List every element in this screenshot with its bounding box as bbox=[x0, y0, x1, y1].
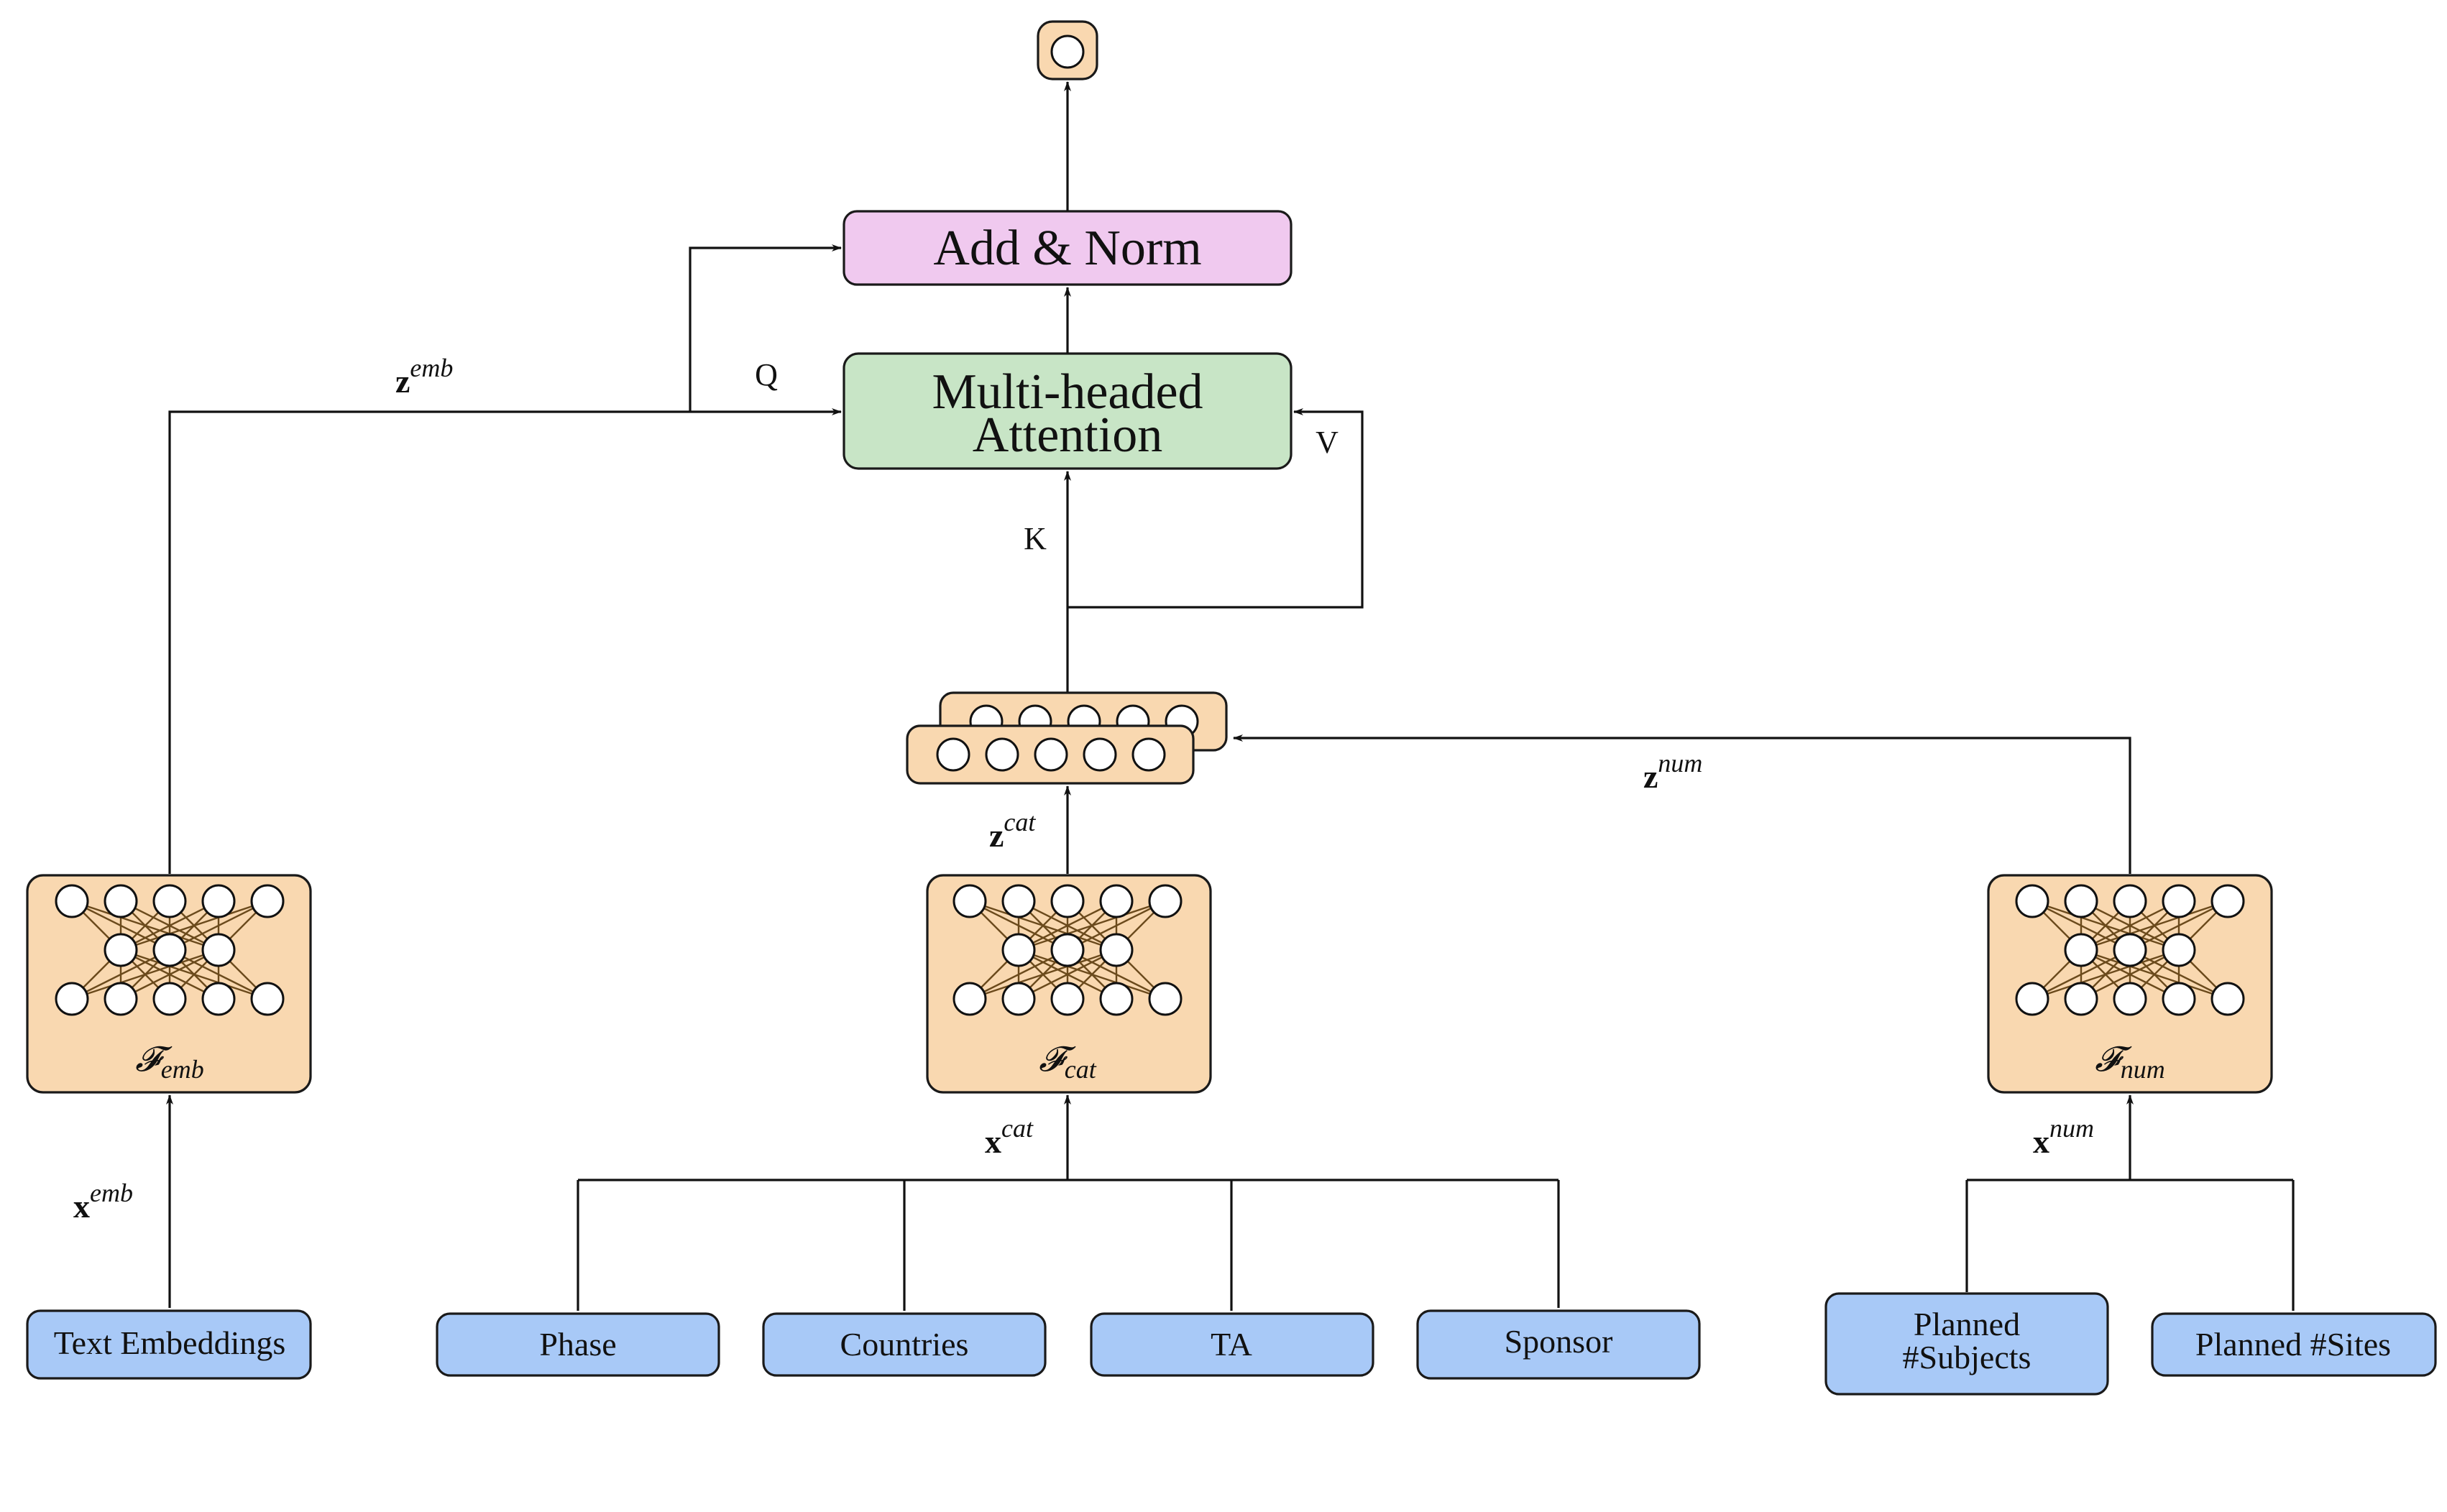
input-planned-sites: Planned #Sites bbox=[2151, 1312, 2437, 1377]
input-planned-sites-label: Planned #Sites bbox=[2195, 1326, 2391, 1363]
k-label: K bbox=[1024, 521, 1047, 556]
input-sponsor: Sponsor bbox=[1416, 1309, 1701, 1380]
q-label: Q bbox=[755, 357, 778, 392]
z-cat-label: zcat bbox=[989, 808, 1036, 854]
encoder-emb-label: 𝓕emb bbox=[135, 1041, 203, 1084]
z-emb-label: zemb bbox=[395, 354, 453, 400]
attention-label-line1: Multi-headed bbox=[932, 364, 1203, 420]
connectors bbox=[166, 81, 2295, 1311]
input-text-embeddings-label: Text Embeddings bbox=[54, 1324, 286, 1361]
input-sponsor-label: Sponsor bbox=[1505, 1323, 1613, 1360]
input-phase: Phase bbox=[436, 1312, 720, 1377]
token-stack bbox=[906, 691, 1228, 785]
input-planned-subjects-label-line2: #Subjects bbox=[1903, 1339, 2031, 1375]
arrow-zemb-to-attention bbox=[168, 408, 842, 874]
arrow-residual-to-addnorm bbox=[689, 244, 842, 412]
attention-label-line2: Attention bbox=[973, 407, 1162, 463]
input-ta-label: TA bbox=[1211, 1326, 1252, 1363]
encoder-num-label: 𝓕num bbox=[2095, 1041, 2164, 1084]
input-phase-label: Phase bbox=[539, 1326, 616, 1363]
input-planned-subjects-label-line1: Planned bbox=[1914, 1306, 2020, 1342]
add-norm-label: Add & Norm bbox=[933, 221, 1201, 276]
encoder-emb: 𝓕emb bbox=[26, 874, 312, 1094]
input-planned-subjects: Planned #Subjects bbox=[1824, 1292, 2109, 1396]
encoder-num: 𝓕num bbox=[1987, 874, 2273, 1094]
v-label: V bbox=[1316, 425, 1339, 460]
input-countries-label: Countries bbox=[840, 1326, 969, 1363]
x-num-label: xnum bbox=[2033, 1114, 2094, 1160]
x-cat-label: xcat bbox=[985, 1114, 1034, 1160]
attention-block: Multi-headed Attention bbox=[843, 352, 1293, 470]
arrow-fnum-to-tokens bbox=[1233, 734, 2131, 874]
input-ta: TA bbox=[1090, 1312, 1374, 1377]
add-norm-block: Add & Norm bbox=[843, 210, 1293, 286]
arrow-v-to-attention bbox=[1068, 408, 1364, 609]
encoder-cat: 𝓕cat bbox=[926, 874, 1212, 1094]
input-countries: Countries bbox=[762, 1312, 1047, 1377]
output-node bbox=[1037, 20, 1098, 80]
input-text-embeddings: Text Embeddings bbox=[26, 1309, 312, 1380]
x-emb-label: xemb bbox=[73, 1179, 133, 1225]
z-num-label: znum bbox=[1643, 749, 1702, 795]
